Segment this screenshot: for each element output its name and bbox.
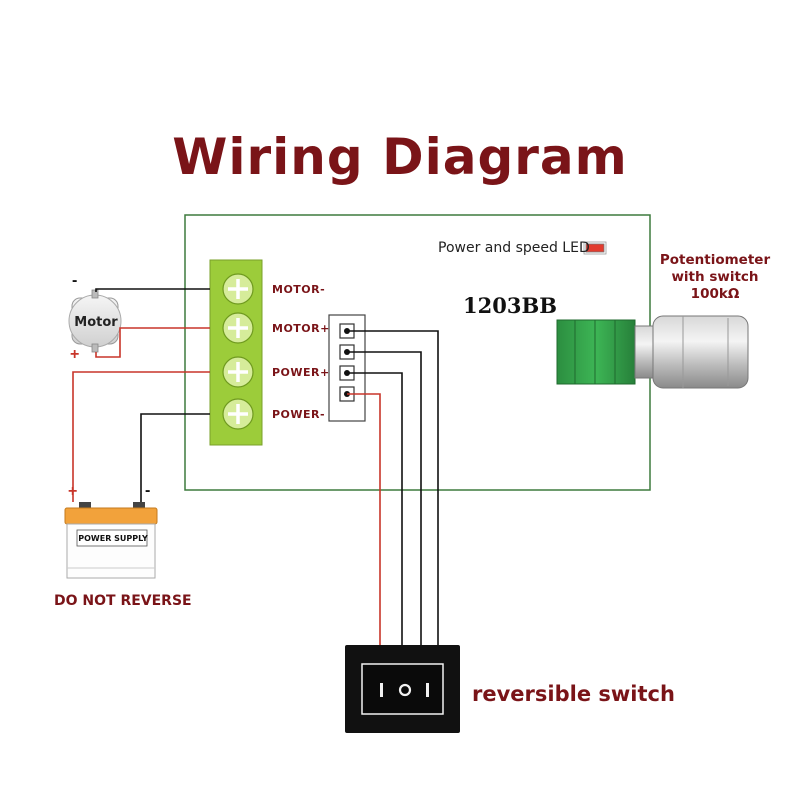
potentiometer [556, 315, 749, 389]
wire-switch-2 [347, 351, 422, 653]
wire-motor-plus [95, 327, 210, 358]
terminal-screw-power-minus [222, 398, 254, 430]
terminal-label-motor-minus: MOTOR- [272, 283, 326, 296]
switch-connector [328, 314, 366, 422]
power-supply-battery [64, 502, 158, 579]
battery-minus-sign: - [145, 482, 151, 499]
power-supply-label: POWER SUPPLY [78, 534, 148, 543]
wire-switch-3 [347, 372, 403, 653]
wire-motor-minus [95, 288, 210, 292]
polarity-warning: DO NOT REVERSE [54, 593, 192, 609]
motor-plus-sign: + [70, 346, 80, 363]
battery-plus-sign: + [68, 483, 78, 500]
wire-switch-1 [347, 330, 439, 653]
terminal-label-power-plus: POWER+ [272, 366, 330, 379]
wire-power-plus [72, 371, 210, 502]
terminal-screw-power-plus [222, 356, 254, 388]
led-indicator [583, 241, 607, 255]
led-label: Power and speed LED [438, 240, 590, 256]
motor-label: Motor [74, 315, 118, 330]
potentiometer-label-line2: with switch [671, 269, 759, 285]
terminal-screw-motor-plus [222, 312, 254, 344]
wires-red [72, 327, 381, 653]
wires-black [95, 288, 439, 653]
terminal-label-motor-plus: MOTOR+ [272, 322, 330, 335]
reversible-switch[interactable] [345, 645, 460, 733]
potentiometer-label: Potentiometer with switch 100kΩ [652, 252, 778, 303]
board-model: 1203BB [463, 293, 557, 318]
diagram-title: Wiring Diagram [172, 128, 628, 186]
terminal-label-power-minus: POWER- [272, 408, 326, 421]
potentiometer-label-line1: Potentiometer [659, 252, 771, 268]
motor-minus-sign: - [72, 272, 78, 289]
wire-power-minus [140, 413, 210, 502]
motor [68, 289, 122, 353]
terminal-screw-motor-minus [222, 273, 254, 305]
potentiometer-label-line3: 100kΩ [690, 286, 740, 302]
wire-switch-4 [347, 393, 381, 653]
terminal-block [209, 259, 263, 446]
switch-label: reversible switch [472, 682, 675, 706]
